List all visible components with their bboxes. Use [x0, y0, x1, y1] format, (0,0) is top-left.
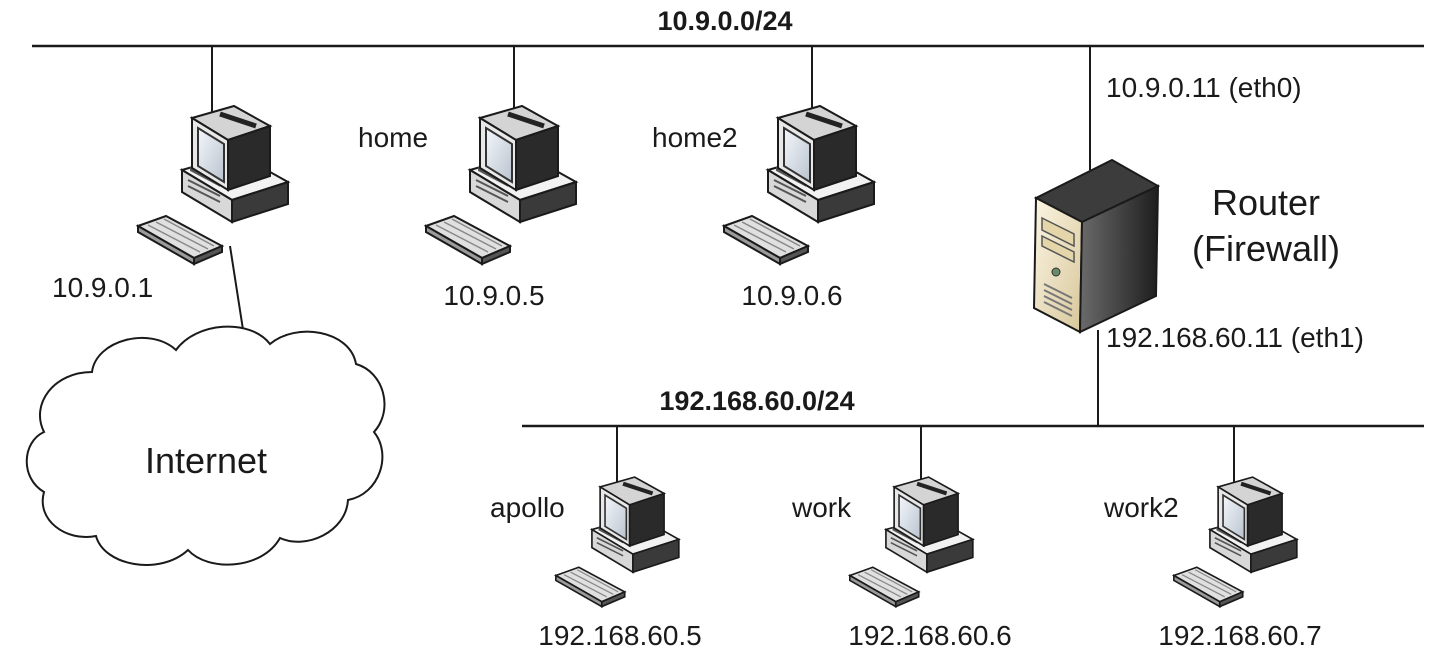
home-host-name: home [358, 122, 429, 153]
host-work-computer-icon [850, 477, 973, 607]
internet-cloud-icon [25, 325, 386, 566]
host-work2-computer-icon [1174, 477, 1297, 607]
apollo-host-ip: 192.168.60.5 [538, 620, 702, 651]
external-network-label: 10.9.0.0/24 [657, 6, 793, 36]
network-links [211, 46, 1235, 482]
home2-host-name: home2 [652, 122, 738, 153]
internal-network-label: 192.168.60.0/24 [659, 386, 855, 416]
router-eth0-label: 10.9.0.11 (eth0) [1106, 72, 1302, 103]
work-host-name: work [792, 492, 852, 523]
internet-label: Internet [144, 440, 268, 481]
router-eth1-label: 192.168.60.11 (eth1) [1106, 322, 1364, 353]
router-title-block: Router (Firewall) [1170, 180, 1362, 272]
work-host-ip: 192.168.60.6 [848, 620, 1012, 651]
apollo-host-name: apollo [490, 492, 565, 523]
work2-host-ip: 192.168.60.7 [1158, 620, 1322, 651]
gateway-host-ip: 10.9.0.1 [52, 272, 154, 303]
home2-host-ip: 10.9.0.6 [741, 280, 843, 311]
host-apollo-computer-icon [556, 477, 679, 607]
host-home-computer-icon [426, 106, 576, 264]
router-server-icon [1032, 158, 1161, 334]
home-host-ip: 10.9.0.5 [443, 280, 545, 311]
host-home2-computer-icon [724, 106, 874, 264]
work2-host-name: work2 [1104, 492, 1179, 523]
router-title: Router [1211, 182, 1321, 223]
router-subtitle: (Firewall) [1192, 228, 1340, 269]
host-gateway-computer-icon [138, 106, 288, 264]
